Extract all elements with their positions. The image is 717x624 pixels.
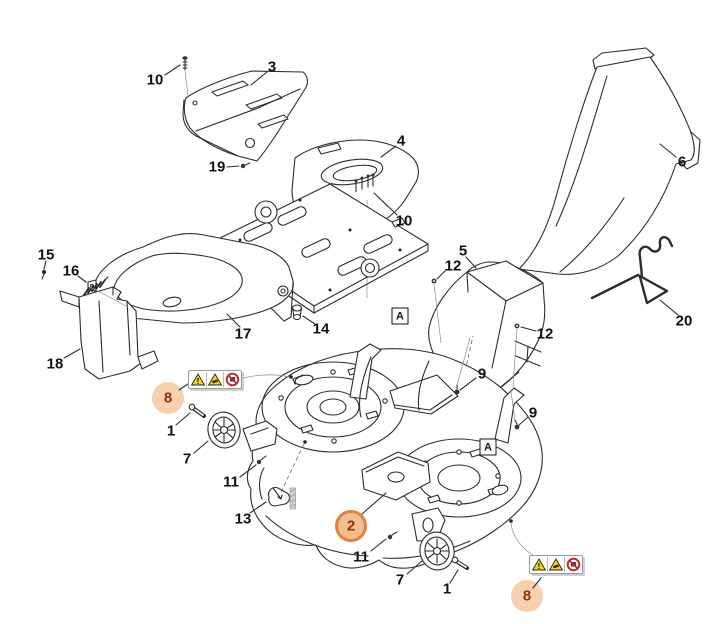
part-callout-4[interactable]: 4 xyxy=(396,132,406,150)
screws-10-cluster xyxy=(354,173,375,193)
part-14-bushing xyxy=(291,304,303,321)
part-callout-6[interactable]: 6 xyxy=(677,153,687,171)
part-callout-5[interactable]: 5 xyxy=(458,242,468,260)
part-callout-11-right[interactable]: 11 xyxy=(353,548,369,566)
part-1-pin-left xyxy=(188,403,206,418)
part-callout-2[interactable]: 2 xyxy=(346,517,356,535)
part-callout-9-right[interactable]: 9 xyxy=(528,404,538,422)
part-callout-20[interactable]: 20 xyxy=(675,312,693,330)
prohibition-circle-icon xyxy=(564,557,581,572)
warning-triangle-exclamation-icon: ! xyxy=(531,557,547,572)
prohibition-circle-icon xyxy=(223,372,240,387)
part-callout-1-right[interactable]: 1 xyxy=(442,580,452,598)
warning-triangle-exclamation-icon: ! xyxy=(190,372,206,387)
part-20-wire-hook xyxy=(590,236,674,305)
part-callout-9-top[interactable]: 9 xyxy=(477,365,487,383)
part-1-pin-right xyxy=(451,556,469,570)
part-17-discharge-duct xyxy=(87,233,294,324)
part-callout-13[interactable]: 13 xyxy=(234,510,252,528)
warning-triangle-blade-icon xyxy=(547,557,564,572)
ref-marker-A-deck: A xyxy=(479,438,497,456)
part-callout-18[interactable]: 18 xyxy=(46,355,64,373)
part-callout-1-left[interactable]: 1 xyxy=(166,422,176,440)
part-3-upper-cover xyxy=(182,70,308,162)
part-callout-10-mid[interactable]: 10 xyxy=(395,212,413,230)
warning-sticker-label-left: ! xyxy=(188,370,242,389)
part-callout-3[interactable]: 3 xyxy=(267,58,277,76)
leader-lines xyxy=(43,64,679,589)
part-callout-15[interactable]: 15 xyxy=(37,246,55,264)
part-callout-14[interactable]: 14 xyxy=(312,320,330,338)
part-6-deflector xyxy=(518,47,701,275)
part-16-spring xyxy=(83,276,129,308)
part-callout-12-left[interactable]: 12 xyxy=(444,257,462,275)
part-7-wheel-left xyxy=(207,411,241,449)
warning-triangle-blade-icon xyxy=(206,372,223,387)
warning-sticker-label-right: ! xyxy=(529,555,583,574)
part-callout-10-top[interactable]: 10 xyxy=(146,71,164,89)
part-7-wheel-right xyxy=(419,531,455,571)
ref-marker-A-plate: A xyxy=(391,307,409,325)
part-callout-8-right[interactable]: 8 xyxy=(522,587,532,605)
part-callout-7-left[interactable]: 7 xyxy=(182,450,192,468)
part-callout-19[interactable]: 19 xyxy=(208,158,226,176)
part-callout-16[interactable]: 16 xyxy=(62,262,80,280)
part-15-screw xyxy=(41,269,47,280)
part-2-mower-deck xyxy=(242,343,543,569)
part-callout-11-left[interactable]: 11 xyxy=(223,473,239,491)
part-callout-8-left[interactable]: 8 xyxy=(163,389,173,407)
part-callout-17[interactable]: 17 xyxy=(234,325,252,343)
part-callout-12-right[interactable]: 12 xyxy=(536,325,554,343)
screw-10-top xyxy=(182,56,189,97)
highlight-part-2[interactable] xyxy=(335,510,367,542)
part-18-bracket-panel xyxy=(59,286,159,380)
part-13-clip xyxy=(268,440,307,510)
highlight-part-8-right[interactable] xyxy=(511,580,543,612)
part-callout-7-right[interactable]: 7 xyxy=(395,571,405,589)
small-screws xyxy=(240,162,520,540)
svg-text:!: ! xyxy=(197,377,200,386)
highlight-part-8-left[interactable] xyxy=(152,382,184,414)
svg-text:!: ! xyxy=(538,562,541,571)
